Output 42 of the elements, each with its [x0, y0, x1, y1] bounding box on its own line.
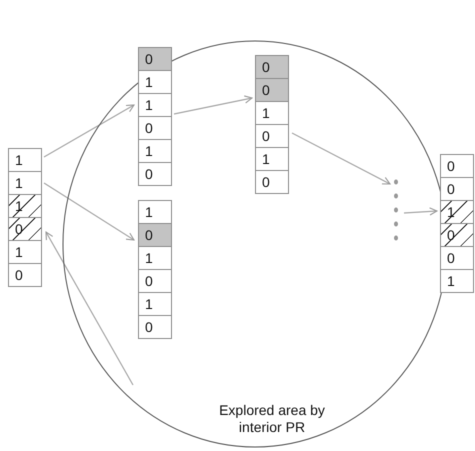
- arrow: [174, 95, 253, 115]
- bit-cell: 1: [255, 101, 289, 125]
- bit-cell: 0: [8, 263, 42, 287]
- bit-cell: 1: [138, 93, 172, 117]
- arrow: [45, 231, 134, 386]
- hatched-bit-cell: 1: [440, 200, 474, 224]
- bit-cell: 0: [138, 315, 172, 339]
- bit-cell: 0: [255, 170, 289, 194]
- arrow: [292, 132, 391, 185]
- shaded-bit-cell: 0: [255, 55, 289, 79]
- arrow: [404, 207, 438, 216]
- ellipsis-dots: [393, 178, 399, 242]
- bit-vector: [440, 154, 474, 293]
- bit-cell: 0: [255, 124, 289, 148]
- bit-cell: 1: [138, 139, 172, 163]
- bit-cell: 1: [8, 240, 42, 264]
- arrow: [44, 104, 135, 158]
- area-label: Explored area by interior PR: [218, 402, 326, 436]
- bit-cell: 0: [440, 246, 474, 270]
- bit-cell: 1: [255, 147, 289, 171]
- bit-cell: 0: [440, 154, 474, 178]
- hatched-bit-cell: 1: [8, 194, 42, 218]
- hatched-bit-cell: 0: [440, 223, 474, 247]
- bit-cell: 0: [138, 269, 172, 293]
- bit-cell: 1: [440, 269, 474, 293]
- bit-cell: 1: [138, 70, 172, 94]
- bit-cell: 0: [138, 162, 172, 186]
- bit-cell: 1: [8, 148, 42, 172]
- bit-cell: 1: [138, 246, 172, 270]
- bit-cell: 0: [138, 116, 172, 140]
- shaded-bit-cell: 0: [138, 47, 172, 71]
- bit-cell: 0: [440, 177, 474, 201]
- arrow: [44, 182, 135, 241]
- shaded-bit-cell: 0: [138, 223, 172, 247]
- shaded-bit-cell: 0: [255, 78, 289, 102]
- hatched-bit-cell: 0: [8, 217, 42, 241]
- bit-vector: [138, 200, 172, 339]
- bit-vector: [255, 55, 289, 194]
- bit-cell: 1: [138, 292, 172, 316]
- bit-cell: 1: [138, 200, 172, 224]
- bit-cell: 1: [8, 171, 42, 195]
- bit-vector: [8, 148, 42, 287]
